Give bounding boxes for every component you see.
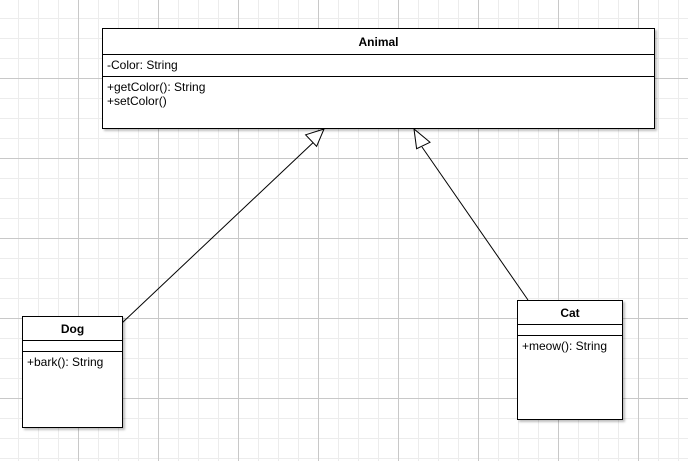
generalization-line-cat: [421, 146, 529, 301]
generalization-dog-animal[interactable]: [121, 128, 325, 324]
class-name-cat: Cat: [518, 301, 622, 325]
operation-set-color: +setColor(): [107, 94, 167, 108]
attributes-animal: -Color: String: [103, 55, 654, 77]
attributes-cat: [518, 325, 622, 336]
class-name-dog: Dog: [23, 317, 122, 341]
generalization-line-dog: [121, 137, 319, 324]
generalization-arrowhead-dog: [304, 128, 325, 148]
attributes-dog: [23, 341, 122, 352]
class-cat[interactable]: Cat +meow(): String: [517, 300, 623, 420]
generalization-cat-animal[interactable]: [413, 127, 529, 301]
class-animal[interactable]: Animal -Color: String +getColor(): Strin…: [102, 28, 655, 129]
operation-get-color: +getColor(): String: [107, 80, 206, 94]
operation-bark: +bark(): String: [27, 355, 104, 369]
operations-animal: +getColor(): String +setColor(): [103, 77, 654, 108]
class-name-animal: Animal: [103, 29, 654, 55]
generalization-arrowhead-cat: [413, 127, 431, 150]
attribute-color: -Color: String: [107, 58, 178, 72]
class-dog[interactable]: Dog +bark(): String: [22, 316, 123, 428]
operations-cat: +meow(): String: [518, 336, 622, 353]
operation-meow: +meow(): String: [522, 339, 608, 353]
operations-dog: +bark(): String: [23, 352, 122, 369]
